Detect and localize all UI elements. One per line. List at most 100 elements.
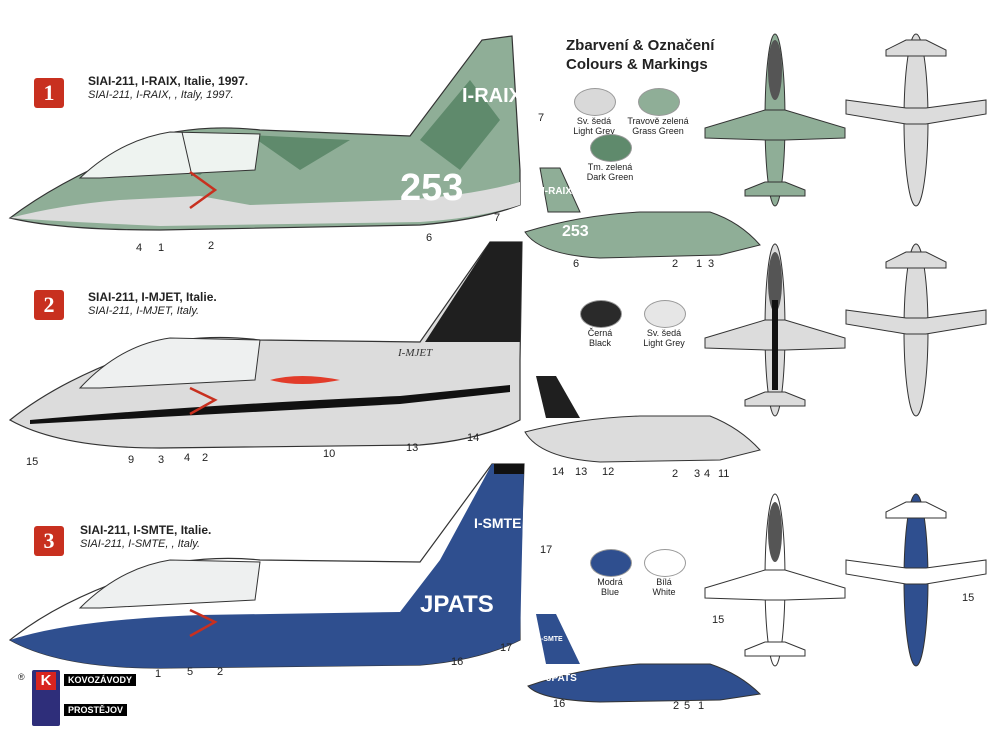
logo-line2: PROSTĚJOV <box>64 704 128 716</box>
swatch-cz-3: Tm. zelená <box>587 162 633 172</box>
callout-plan-15b: 15 <box>962 592 975 604</box>
callout-small-12: 12 <box>602 466 615 478</box>
scheme-2-number: 2 <box>43 292 55 317</box>
callout-9: 9 <box>128 454 135 466</box>
logo-mark: K <box>36 672 56 690</box>
callout-13: 13 <box>406 442 419 454</box>
scheme-1-small-fin-code: I-RAIX <box>542 186 572 197</box>
scheme-2-small-side <box>524 376 761 463</box>
callout-small-4b: 4 <box>704 468 711 480</box>
callout-small-13: 13 <box>575 466 588 478</box>
swatch-en-3: Dark Green <box>586 172 634 182</box>
scheme-3-badge: 3 <box>34 526 64 556</box>
swatch-en-6: Blue <box>600 587 619 597</box>
callout-14: 14 <box>467 432 480 444</box>
swatch-blue <box>590 549 632 577</box>
swatch-cz-7: Bílá <box>656 577 672 587</box>
scheme-3-small-fuselage-text: JPATS <box>546 673 577 684</box>
scheme-2-side-view: I-MJET <box>8 241 523 449</box>
callout-1b: 1 <box>155 668 162 680</box>
scheme-2-fin-code: I-MJET <box>397 347 433 359</box>
scheme-2-top-view <box>704 243 846 417</box>
scheme-2-title: SIAI-211, I-MJET, Italie. <box>88 290 217 304</box>
colours-header: Zbarvení & Označení Colours & Markings <box>566 36 714 74</box>
callout-5: 5 <box>187 666 194 678</box>
scheme-3-bottom-view <box>845 493 987 667</box>
callout-4: 4 <box>136 242 143 254</box>
swatch-light-grey-2 <box>644 300 686 328</box>
scheme-3-top-view <box>704 493 846 667</box>
callout-16: 16 <box>451 656 464 668</box>
scheme-3-small-fin-code: I-SMTE <box>539 636 563 643</box>
scheme-3-fuselage-text: JPATS <box>420 591 494 618</box>
scheme-1-top-view <box>704 33 846 207</box>
callout-plan-15a: 15 <box>712 614 725 626</box>
scheme-1-badge: 1 <box>34 78 64 108</box>
header-english: Colours & Markings <box>566 56 708 73</box>
callout-small-6: 6 <box>573 258 580 270</box>
swatch-cz-4: Černá <box>587 328 613 338</box>
callout-small-2: 2 <box>672 258 679 270</box>
callout-15: 15 <box>26 456 39 468</box>
callout-small-7: 7 <box>494 212 501 224</box>
callout-small-16: 16 <box>553 698 566 710</box>
callout-6: 6 <box>426 232 433 244</box>
callout-small-14: 14 <box>552 466 565 478</box>
scheme-3-number: 3 <box>43 528 55 553</box>
callout-small-2c: 2 <box>673 700 680 712</box>
callout-small-3b: 3 <box>694 468 701 480</box>
callout-small-3: 3 <box>708 258 715 270</box>
scheme-2-badge: 2 <box>34 290 64 320</box>
swatch-en-5: Light Grey <box>643 338 685 348</box>
scheme-2-subtitle: SIAI-211, I-MJET, Italy. <box>88 305 200 317</box>
scheme-1-fin-code: I-RAIX <box>462 85 523 107</box>
callout-4b: 4 <box>184 452 191 464</box>
scheme-1-title: SIAI-211, I-RAIX, Italie, 1997. <box>88 74 249 88</box>
scheme-1-small-number: 253 <box>562 223 589 240</box>
swatch-grass-green <box>638 88 680 116</box>
scheme-3-subtitle: SIAI-211, I-SMTE, , Italy. <box>80 538 201 550</box>
swatch-cz-2: Travově zelená <box>627 116 689 126</box>
swatch-cz-6: Modrá <box>597 577 623 587</box>
header-czech: Zbarvení & Označení <box>566 37 715 54</box>
callout-2: 2 <box>208 240 215 252</box>
callout-small-2b: 2 <box>672 468 679 480</box>
scheme-1-bottom-view <box>845 33 987 207</box>
swatch-black <box>580 300 622 328</box>
callout-small-1c: 1 <box>698 700 705 712</box>
swatch-cz-5: Sv. šedá <box>646 328 682 338</box>
scheme-3-title: SIAI-211, I-SMTE, Italie. <box>80 523 212 537</box>
logo-line1: KOVOZÁVODY <box>64 674 137 686</box>
swatch-en-1: Light Grey <box>573 126 615 136</box>
scheme-1-subtitle: SIAI-211, I-RAIX, , Italy, 1997. <box>88 89 234 101</box>
scheme-3-fin-code: I-SMTE <box>474 515 521 531</box>
callout-10: 10 <box>323 448 336 460</box>
scheme-1-side-view: 253 I-RAIX <box>8 35 523 231</box>
scheme-3-small-side: JPATS I-SMTE <box>527 614 762 703</box>
scheme-1-small-side: I-RAIX 253 <box>524 167 761 259</box>
callout-2c: 2 <box>217 666 224 678</box>
swatch-light-grey-1 <box>574 88 616 116</box>
callout-small-5: 5 <box>684 700 691 712</box>
kovozavody-logo: ® K KOVOZÁVODY PROSTĚJOV <box>14 666 137 736</box>
callout-small-11: 11 <box>718 468 730 480</box>
swatch-white <box>644 549 686 577</box>
registered-mark: ® <box>18 672 25 682</box>
swatch-cz-1: Sv. šedá <box>576 116 612 126</box>
callout-17: 17 <box>540 544 553 556</box>
swatch-dark-green <box>590 134 632 162</box>
scheme-1-number: 1 <box>43 80 55 105</box>
scheme-3-side-view: JPATS I-SMTE <box>8 463 525 669</box>
callout-7: 7 <box>538 112 545 124</box>
swatch-en-7: White <box>652 587 676 597</box>
callout-1: 1 <box>158 242 165 254</box>
scheme-2-bottom-view <box>845 243 987 417</box>
logo-shield: K <box>32 670 60 726</box>
